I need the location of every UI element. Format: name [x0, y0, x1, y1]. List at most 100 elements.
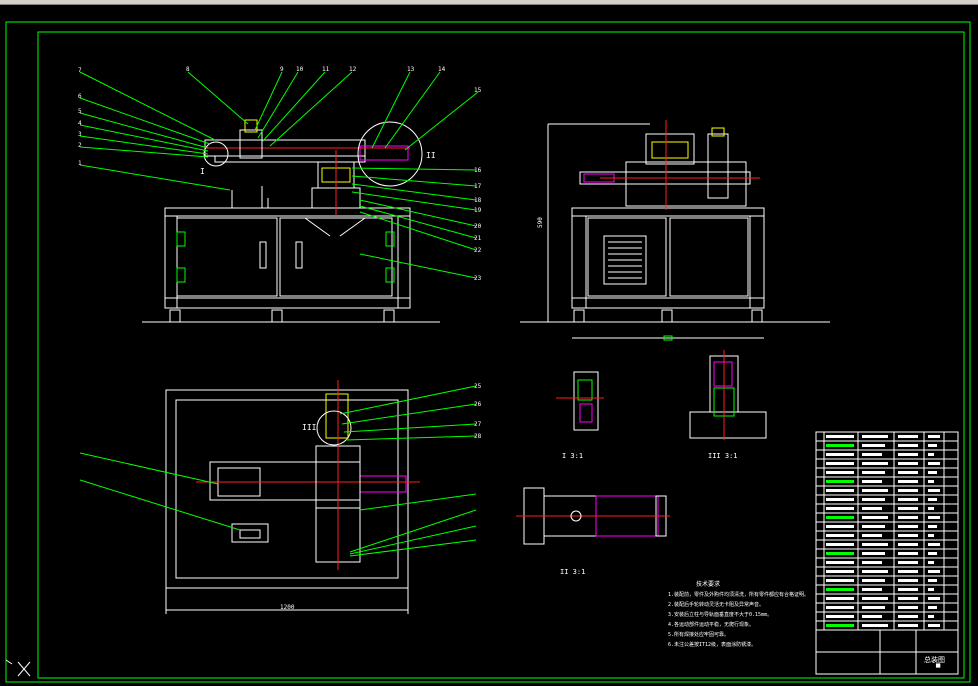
svg-text:8: 8 [186, 66, 190, 73]
bom-cell-text [826, 444, 854, 447]
bom-cell-text [826, 435, 854, 438]
bom-cell-text [826, 471, 854, 474]
inner-border [37, 31, 965, 679]
bom-cell-text [898, 606, 918, 609]
bom-cell-text [898, 525, 918, 528]
svg-text:11: 11 [322, 66, 330, 73]
bom-cell-text [862, 498, 885, 501]
ucs-icon [5, 659, 31, 677]
bom-cell-text [928, 516, 940, 519]
bom-cell-text [928, 597, 940, 600]
svg-text:16: 16 [474, 167, 482, 174]
bom-cell-text [826, 588, 854, 591]
bom-cell-text [928, 543, 940, 546]
bom-cell-text [898, 588, 918, 591]
bom-cell-text [826, 543, 854, 546]
plan-view-leaders [79, 385, 477, 557]
bom-cell-text [826, 552, 854, 555]
bom-cell-text [928, 579, 937, 582]
bom-cell-text [862, 543, 888, 546]
bom-cell-text [862, 453, 882, 456]
bom-cell-text [898, 615, 918, 618]
outer-border [5, 21, 971, 683]
front-view [142, 119, 440, 323]
bom-cell-text [826, 498, 854, 501]
svg-text:17: 17 [474, 183, 482, 190]
bom-cell-text [898, 489, 918, 492]
bom-cell-text [862, 606, 885, 609]
bom-cell-text [862, 615, 882, 618]
bom-cell-text [862, 444, 885, 447]
window-top-edge [0, 0, 978, 5]
svg-text:6: 6 [78, 93, 82, 100]
bom-cell-text [928, 489, 940, 492]
bom-cell-text [826, 615, 854, 618]
svg-text:10: 10 [296, 66, 304, 73]
bom-cell-text [826, 516, 854, 519]
svg-text:5: 5 [78, 108, 82, 115]
bom-cell-text [826, 525, 854, 528]
bom-cell-text [862, 570, 888, 573]
svg-text:II 3:1: II 3:1 [560, 568, 585, 576]
bom-cell-text [862, 516, 888, 519]
svg-text:▀: ▀ [935, 663, 941, 672]
svg-text:3: 3 [78, 131, 82, 138]
bom-cell-text [826, 453, 854, 456]
bom-cell-text [826, 534, 854, 537]
drawing-title: 总装图 [924, 655, 945, 664]
svg-text:III 3:1: III 3:1 [708, 452, 738, 460]
svg-text:1.装配前，零件及外购件均须清洗，所有零件都应有合格证明。: 1.装配前，零件及外购件均须清洗，所有零件都应有合格证明。 [668, 591, 809, 598]
svg-text:2.装配后手轮转动灵活无卡阻及异常声音。: 2.装配后手轮转动灵活无卡阻及异常声音。 [668, 601, 764, 608]
bom-cell-text [862, 552, 885, 555]
bom-cell-text [826, 561, 854, 564]
detail-view-II [516, 487, 670, 545]
bom-cell-text [862, 561, 882, 564]
bom-cell-text [862, 471, 885, 474]
bom-cell-text [898, 561, 918, 564]
bom-cell-text [898, 498, 918, 501]
svg-text:22: 22 [474, 247, 482, 254]
svg-text:I: I [200, 167, 205, 176]
bom-cell-text [862, 597, 888, 600]
bom-cell-text [898, 552, 918, 555]
svg-text:6.未注公差按IT12级，表面涂防锈漆。: 6.未注公差按IT12级，表面涂防锈漆。 [668, 641, 756, 648]
detail-view-I [556, 371, 604, 431]
bom-cell-text [862, 624, 888, 627]
front-view-part-numbers: 7 6 5 4 3 2 1 8 9 10 11 12 13 14 15 16 1… [78, 66, 482, 282]
bom-cell-text [826, 606, 854, 609]
front-view-leaders [79, 71, 479, 279]
svg-text:4: 4 [78, 120, 82, 127]
bom-cell-text [928, 561, 934, 564]
bom-cell-text [826, 480, 854, 483]
bom-cell-text [826, 489, 854, 492]
bom-cell-text [898, 471, 918, 474]
bom-cell-text [898, 534, 918, 537]
plan-width-dimension: 1200 [280, 604, 295, 611]
svg-text:7: 7 [78, 67, 82, 74]
bom-cell-text [928, 534, 934, 537]
bom-cell-text [862, 525, 885, 528]
bom-cell-text [862, 507, 882, 510]
bom-cell-text [928, 462, 940, 465]
svg-text:26: 26 [474, 401, 482, 408]
svg-text:4.各运动部件运动平稳，无爬行现象。: 4.各运动部件运动平稳，无爬行现象。 [668, 621, 754, 628]
bom-cell-text [898, 435, 918, 438]
bom-cell-text [928, 507, 934, 510]
svg-text:14: 14 [438, 66, 446, 73]
side-view [520, 120, 830, 341]
bom-cell-text [928, 552, 937, 555]
svg-text:3.安装后立柱与导轨面垂直度不大于0.15mm。: 3.安装后立柱与导轨面垂直度不大于0.15mm。 [668, 611, 772, 618]
bom-cell-text [928, 498, 937, 501]
svg-text:III: III [302, 423, 317, 432]
svg-text:I 3:1: I 3:1 [562, 452, 583, 460]
svg-text:20: 20 [474, 223, 482, 230]
bom-cell-text [898, 516, 918, 519]
bom-cell-text [862, 462, 888, 465]
svg-text:19: 19 [474, 207, 482, 214]
plan-view-part-numbers: 25 26 27 28 III 1200 [280, 383, 482, 611]
title-block: 总装图 ▀ [815, 629, 959, 675]
svg-text:技术要求: 技术要求 [696, 580, 720, 588]
bom-cell-text [826, 507, 854, 510]
bom-cell-text [898, 462, 918, 465]
